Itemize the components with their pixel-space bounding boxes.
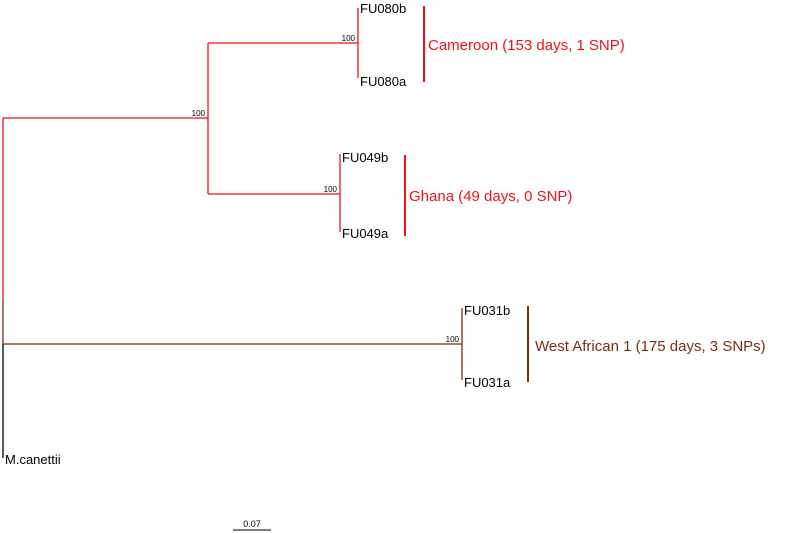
leaf-fu049b: FU049b: [342, 150, 388, 165]
leaf-fu080b: FU080b: [360, 1, 406, 16]
brown-clade-branches: [2, 300, 463, 380]
clade-label-west-african: West African 1 (175 days, 3 SNPs): [535, 338, 766, 355]
leaf-fu049a: FU049a: [342, 226, 389, 241]
leaf-fu031a: FU031a: [464, 375, 511, 390]
clade-label-ghana: Ghana (49 days, 0 SNP): [409, 188, 572, 205]
red-clade-branches: [2, 8, 359, 300]
scale-bar: 0.07: [233, 519, 271, 531]
bootstrap-west-african-node: 100: [446, 335, 460, 344]
clade-label-cameroon: Cameroon (153 days, 1 SNP): [428, 37, 625, 54]
scale-bar-label: 0.07: [243, 519, 261, 529]
leaf-fu080a: FU080a: [360, 74, 407, 89]
bootstrap-red-clade-node: 100: [192, 109, 206, 118]
bootstrap-ghana-node: 100: [324, 185, 338, 194]
leaf-fu031b: FU031b: [464, 303, 510, 318]
bootstrap-cameroon-node: 100: [342, 34, 356, 43]
leaf-outgroup: M.canettii: [5, 452, 61, 467]
